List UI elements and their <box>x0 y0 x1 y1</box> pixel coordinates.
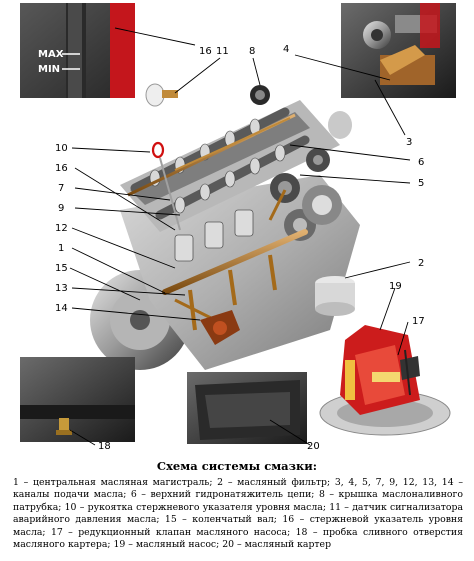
callout-7: 7 <box>58 183 64 194</box>
callout-5: 5 <box>418 178 424 189</box>
oil-pan-inset <box>187 372 307 444</box>
callout-10: 10 <box>55 143 68 154</box>
callout-19: 19 <box>389 281 402 292</box>
callout-17: 17 <box>412 316 425 327</box>
callout-11: 11 <box>216 46 229 57</box>
caption-legend: 1 – центральная масляная магистраль; 2 –… <box>13 477 463 551</box>
callout-16-left: 16 <box>55 163 68 174</box>
callout-14: 14 <box>55 303 68 314</box>
dipstick-min-label: MIN <box>38 64 60 75</box>
callout-18: 18 <box>98 441 111 452</box>
callout-16-top: 16 <box>199 46 212 57</box>
dipstick-inset: MAX MIN <box>20 3 135 98</box>
callout-6: 6 <box>418 157 424 168</box>
callout-3: 3 <box>406 137 412 148</box>
oil-pump-inset <box>319 325 451 436</box>
callout-9: 9 <box>58 203 64 214</box>
lubrication-system-figure: MAX MIN <box>20 3 456 452</box>
callout-8: 8 <box>249 46 255 57</box>
oil-channel-inset <box>341 3 456 98</box>
callout-numbers: 16 11 8 4 3 10 16 7 9 12 1 15 13 14 6 5 … <box>55 44 425 452</box>
leader-lines <box>69 27 411 446</box>
callout-2: 2 <box>418 258 424 269</box>
caption-title: Схема системы смазки: <box>156 459 318 473</box>
drain-plug-inset <box>20 357 135 442</box>
callout-13: 13 <box>55 283 68 294</box>
dipstick-max-label: MAX <box>38 49 64 60</box>
callout-4: 4 <box>283 44 289 55</box>
callout-15: 15 <box>55 263 68 274</box>
callout-20: 20 <box>307 441 320 452</box>
callout-12: 12 <box>55 223 68 234</box>
callout-1: 1 <box>58 243 64 254</box>
engine-illustration <box>90 83 360 370</box>
